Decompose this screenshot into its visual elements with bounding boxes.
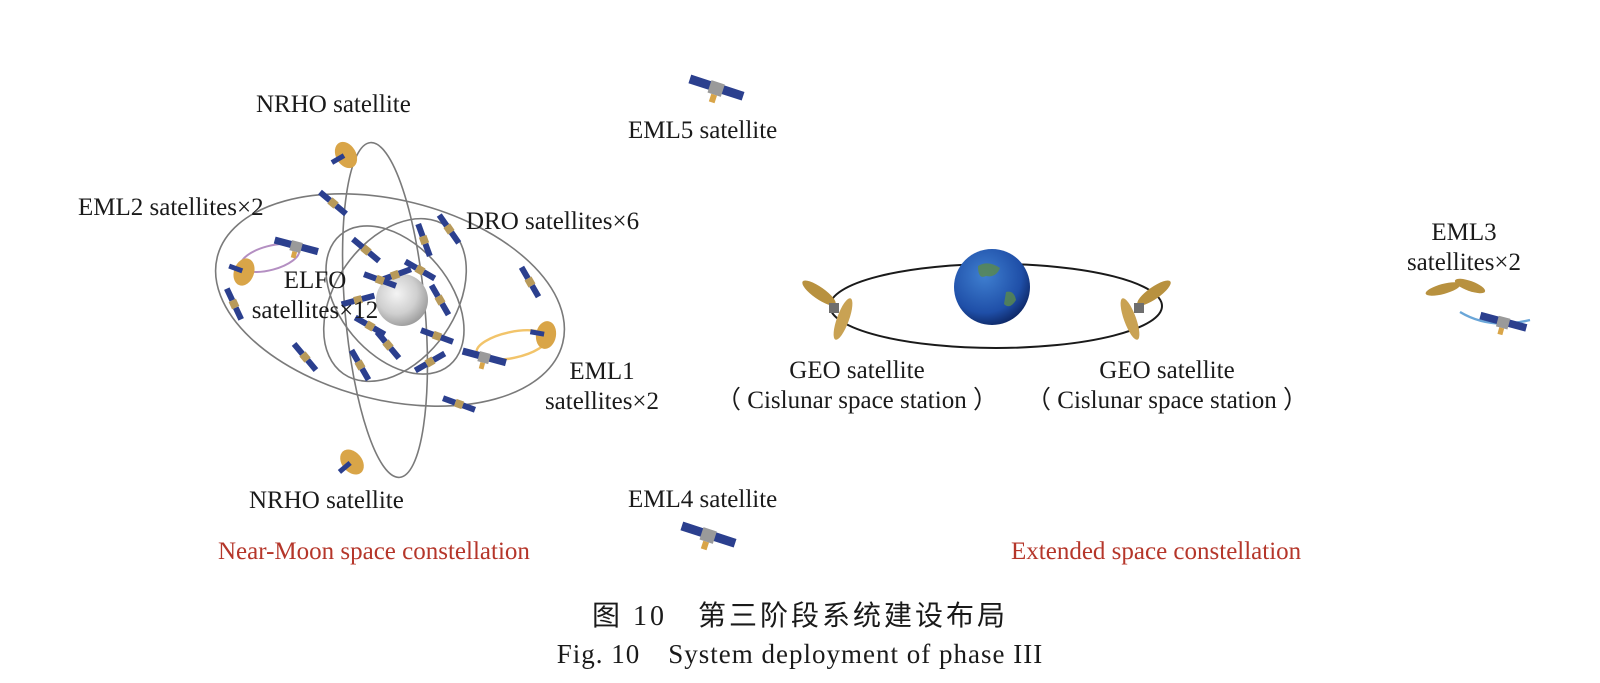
eml4-label: EML4 satellite <box>628 486 778 513</box>
moon-icon <box>376 274 428 326</box>
eml3-group <box>1425 278 1531 341</box>
geo-left-label-line2: （ Cislunar space station ） <box>716 387 998 414</box>
eml1-label-line1: EML1 <box>569 358 635 385</box>
geo-right-label: GEO satellite （ Cislunar space station ） <box>1012 356 1322 416</box>
geo-right-label-line2: （ Cislunar space station ） <box>1026 387 1308 414</box>
satellite-icon <box>685 73 745 111</box>
nrho-bottom-label: NRHO satellite <box>249 487 404 514</box>
geo-left-label-line1: GEO satellite <box>789 357 925 384</box>
eml3-orbit <box>1459 310 1531 325</box>
satellite-icon <box>350 236 382 264</box>
caption-english: Fig. 10 System deployment of phase III <box>556 639 1044 669</box>
eml5-label: EML5 satellite <box>628 117 778 144</box>
satellite-icon <box>677 520 737 558</box>
caption-chinese: 图 10 第三阶段系统建设布局 <box>591 601 1008 632</box>
geo-left-label: GEO satellite （ Cislunar space station ） <box>702 356 1012 416</box>
eml2-label: EML2 satellites×2 <box>78 194 264 221</box>
extended-constellation-label: Extended space constellation <box>1011 538 1302 565</box>
dro-label: DRO satellites×6 <box>466 208 640 235</box>
elfo-label-line1: ELFO <box>283 267 347 294</box>
elfo-orbit-2 <box>325 225 465 375</box>
satellite-icon <box>428 283 452 317</box>
geo-right-label-line1: GEO satellite <box>1099 357 1235 384</box>
earth-icon <box>954 249 1030 325</box>
satellite-icon <box>1425 282 1461 296</box>
satellite-icon <box>1476 311 1528 341</box>
nrho-top-label: NRHO satellite <box>256 91 411 118</box>
satellite-icon <box>291 341 319 373</box>
eml3-label: EML3 satellites×2 <box>1394 218 1534 278</box>
eml3-label-line2: satellites×2 <box>1406 249 1522 276</box>
dro-orbit <box>214 193 566 407</box>
near-moon-orbits <box>214 141 566 479</box>
eml1-label: EML1 satellites×2 <box>532 357 672 417</box>
eml1-label-line2: satellites×2 <box>544 388 660 415</box>
eml3-label-line1: EML3 <box>1431 219 1497 246</box>
satellite-icon <box>459 346 508 375</box>
near-moon-constellation-label: Near-Moon space constellation <box>218 538 530 565</box>
elfo-label-line2: satellites×12 <box>251 297 379 324</box>
elfo-label: ELFO satellites×12 <box>240 266 390 326</box>
satellite-icon <box>1454 278 1486 294</box>
satellite-icon <box>325 137 362 176</box>
satellite-icon <box>330 444 369 484</box>
satellite-icon <box>527 318 559 351</box>
